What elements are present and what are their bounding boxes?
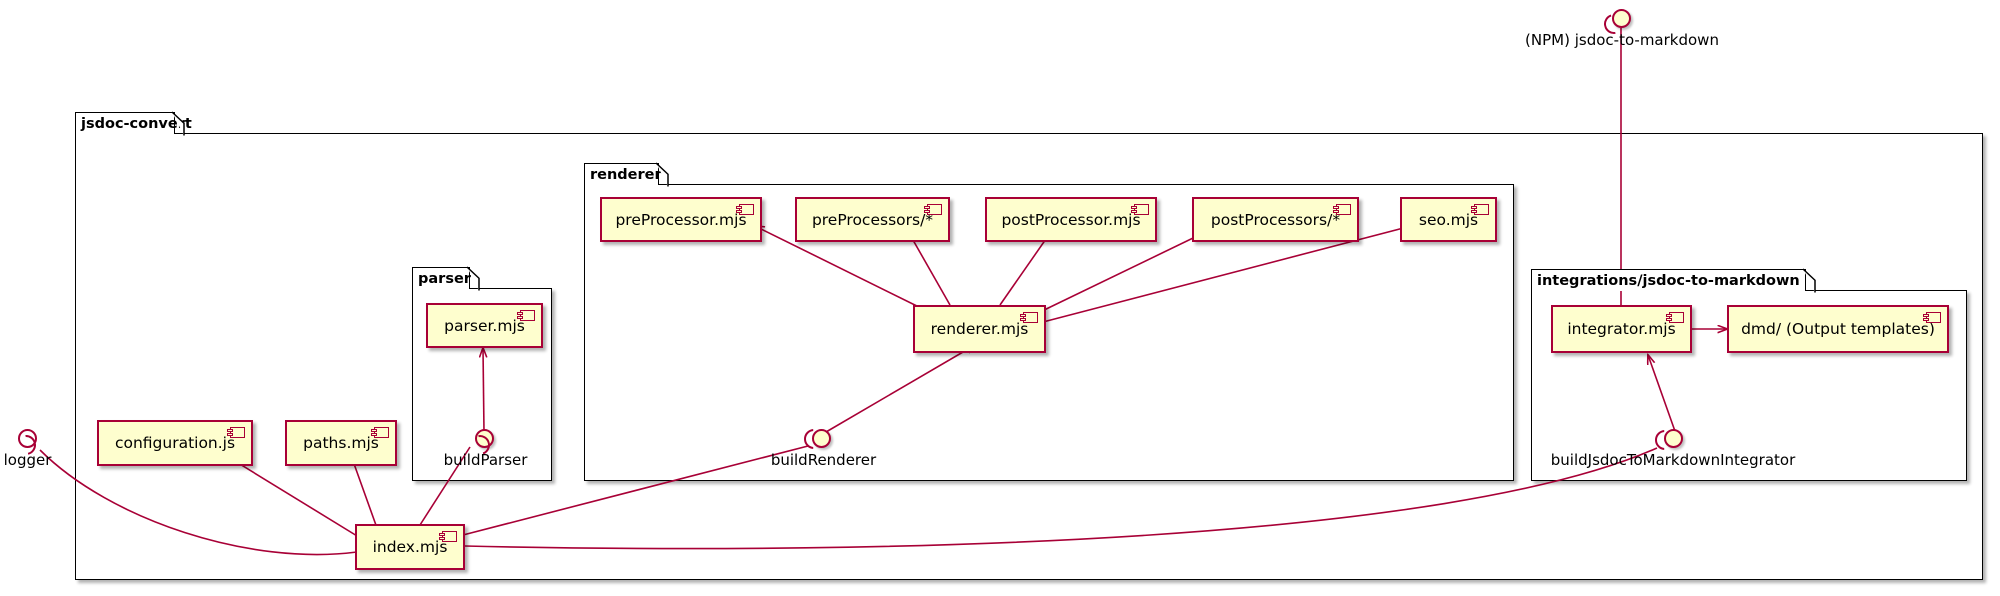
interface-circle — [18, 429, 37, 448]
component-icon — [439, 531, 457, 542]
component-icon — [1131, 204, 1149, 215]
link-buildj2m-integrator — [1648, 355, 1677, 435]
package-jsdoc-convert-tab: jsdoc-convert — [75, 110, 192, 135]
component-icon — [1666, 312, 1684, 323]
component-postprocessors-label: postProcessors/* — [1210, 210, 1341, 229]
component-preprocessor-label: preProcessor.mjs — [615, 210, 747, 229]
component-renderer-label: renderer.mjs — [930, 320, 1029, 338]
link-index-buildparser — [419, 446, 471, 526]
component-paths[interactable]: paths.mjs — [285, 420, 397, 466]
link-index-logger — [39, 449, 358, 556]
interface-circle — [812, 429, 831, 448]
component-postprocessor[interactable]: postProcessor.mjs — [985, 197, 1157, 242]
component-seo-label: seo.mjs — [1418, 210, 1479, 229]
component-preprocessors-label: preProcessors/* — [811, 210, 934, 229]
link-renderer-preprocessor — [755, 226, 926, 311]
package-integrations-tab: integrations/jsdoc-to-markdown — [1531, 267, 1816, 292]
link-index-buildj2m — [464, 447, 1658, 550]
component-icon — [371, 427, 389, 438]
component-renderer[interactable]: renderer.mjs — [913, 305, 1046, 353]
component-icon — [227, 427, 245, 438]
package-parser-label: parser — [418, 270, 471, 287]
component-dmd[interactable]: dmd/ (Output templates) — [1727, 305, 1949, 353]
interface-circle — [475, 429, 494, 448]
component-parser[interactable]: parser.mjs — [426, 303, 543, 348]
component-icon — [1333, 204, 1351, 215]
component-icon — [924, 204, 942, 215]
package-parser — [412, 288, 552, 481]
component-index-label: index.mjs — [372, 538, 448, 556]
component-preprocessor[interactable]: preProcessor.mjs — [600, 197, 762, 242]
interface-buildparser-label: buildParser — [443, 451, 528, 469]
component-configuration[interactable]: configuration.js — [97, 420, 253, 466]
component-integrator[interactable]: integrator.mjs — [1551, 305, 1692, 353]
component-index[interactable]: index.mjs — [355, 524, 465, 570]
component-seo[interactable]: seo.mjs — [1400, 197, 1497, 242]
package-integrations-label: integrations/jsdoc-to-markdown — [1537, 272, 1800, 289]
interface-buildrenderer-label: buildRenderer — [770, 451, 877, 469]
component-parser-label: parser.mjs — [444, 316, 525, 335]
link-renderer-postprocessors — [1039, 225, 1220, 313]
component-icon — [517, 310, 535, 321]
interface-logger-label: logger — [3, 451, 52, 469]
component-configuration-label: configuration.js — [114, 434, 236, 452]
component-dmd-label: dmd/ (Output templates) — [1741, 320, 1935, 338]
interface-buildjsdoctomarkdownintegrator-label: buildJsdocToMarkdownIntegrator — [1550, 451, 1796, 469]
package-jsdoc-convert — [75, 133, 1983, 580]
component-icon — [1020, 312, 1038, 323]
interface-npm-jsdoc-to-markdown-label: (NPM) jsdoc-to-markdown — [1525, 31, 1719, 49]
package-renderer — [584, 184, 1514, 481]
component-paths-label: paths.mjs — [303, 434, 379, 452]
package-renderer-label: renderer — [590, 166, 662, 183]
interface-circle — [1664, 429, 1683, 448]
component-icon — [1471, 204, 1489, 215]
component-preprocessors[interactable]: preProcessors/* — [795, 197, 950, 242]
link-buildparser-parser — [483, 348, 484, 433]
component-postprocessor-label: postProcessor.mjs — [1001, 210, 1141, 229]
component-icon — [1923, 312, 1941, 323]
link-index-buildrenderer — [462, 445, 809, 536]
package-renderer-tab: renderer — [584, 161, 669, 186]
component-integrator-label: integrator.mjs — [1567, 320, 1676, 338]
package-jsdoc-convert-label: jsdoc-convert — [81, 115, 192, 132]
package-parser-tab: parser — [412, 265, 480, 290]
link-renderer-seo — [1042, 226, 1411, 323]
component-postprocessors[interactable]: postProcessors/* — [1192, 197, 1359, 242]
component-icon — [736, 204, 754, 215]
link-buildrenderer-renderer — [825, 345, 975, 433]
interface-circle — [1612, 9, 1631, 28]
